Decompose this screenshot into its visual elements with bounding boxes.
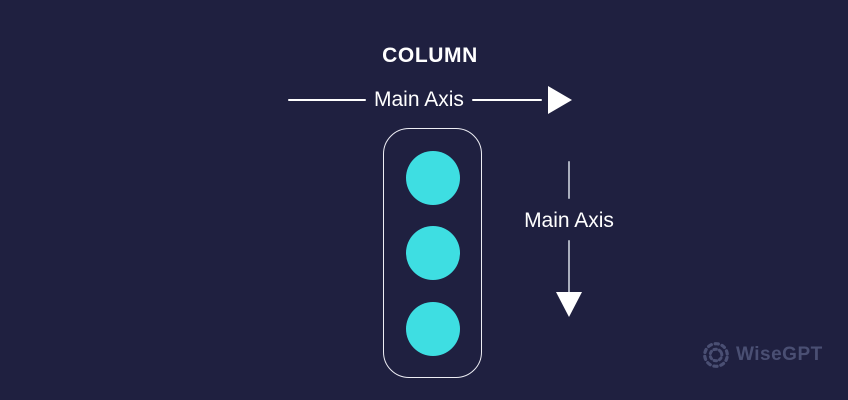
main-axis-vertical-arrow: Main Axis bbox=[523, 161, 615, 317]
diagram-title: COLUMN bbox=[382, 44, 478, 67]
vertical-axis-line-bottom bbox=[568, 240, 570, 293]
column-item-circle bbox=[405, 150, 460, 205]
horizontal-axis-line-right bbox=[471, 99, 542, 101]
column-container bbox=[383, 128, 482, 378]
horizontal-axis-line-left bbox=[288, 99, 366, 101]
watermark-brand-text: WiseGPT bbox=[736, 344, 823, 365]
main-axis-vertical-label: Main Axis bbox=[524, 209, 614, 232]
arrow-right-icon bbox=[547, 86, 572, 114]
vertical-axis-line-top bbox=[568, 161, 570, 199]
main-axis-horizontal-label: Main Axis bbox=[374, 88, 464, 111]
column-item-circle bbox=[405, 226, 460, 280]
main-axis-horizontal-arrow: Main Axis bbox=[288, 86, 572, 114]
wisegpt-burst-icon bbox=[701, 340, 731, 370]
arrow-down-icon bbox=[556, 292, 582, 317]
watermark: WiseGPT bbox=[701, 340, 823, 370]
column-item-circle bbox=[405, 301, 460, 356]
